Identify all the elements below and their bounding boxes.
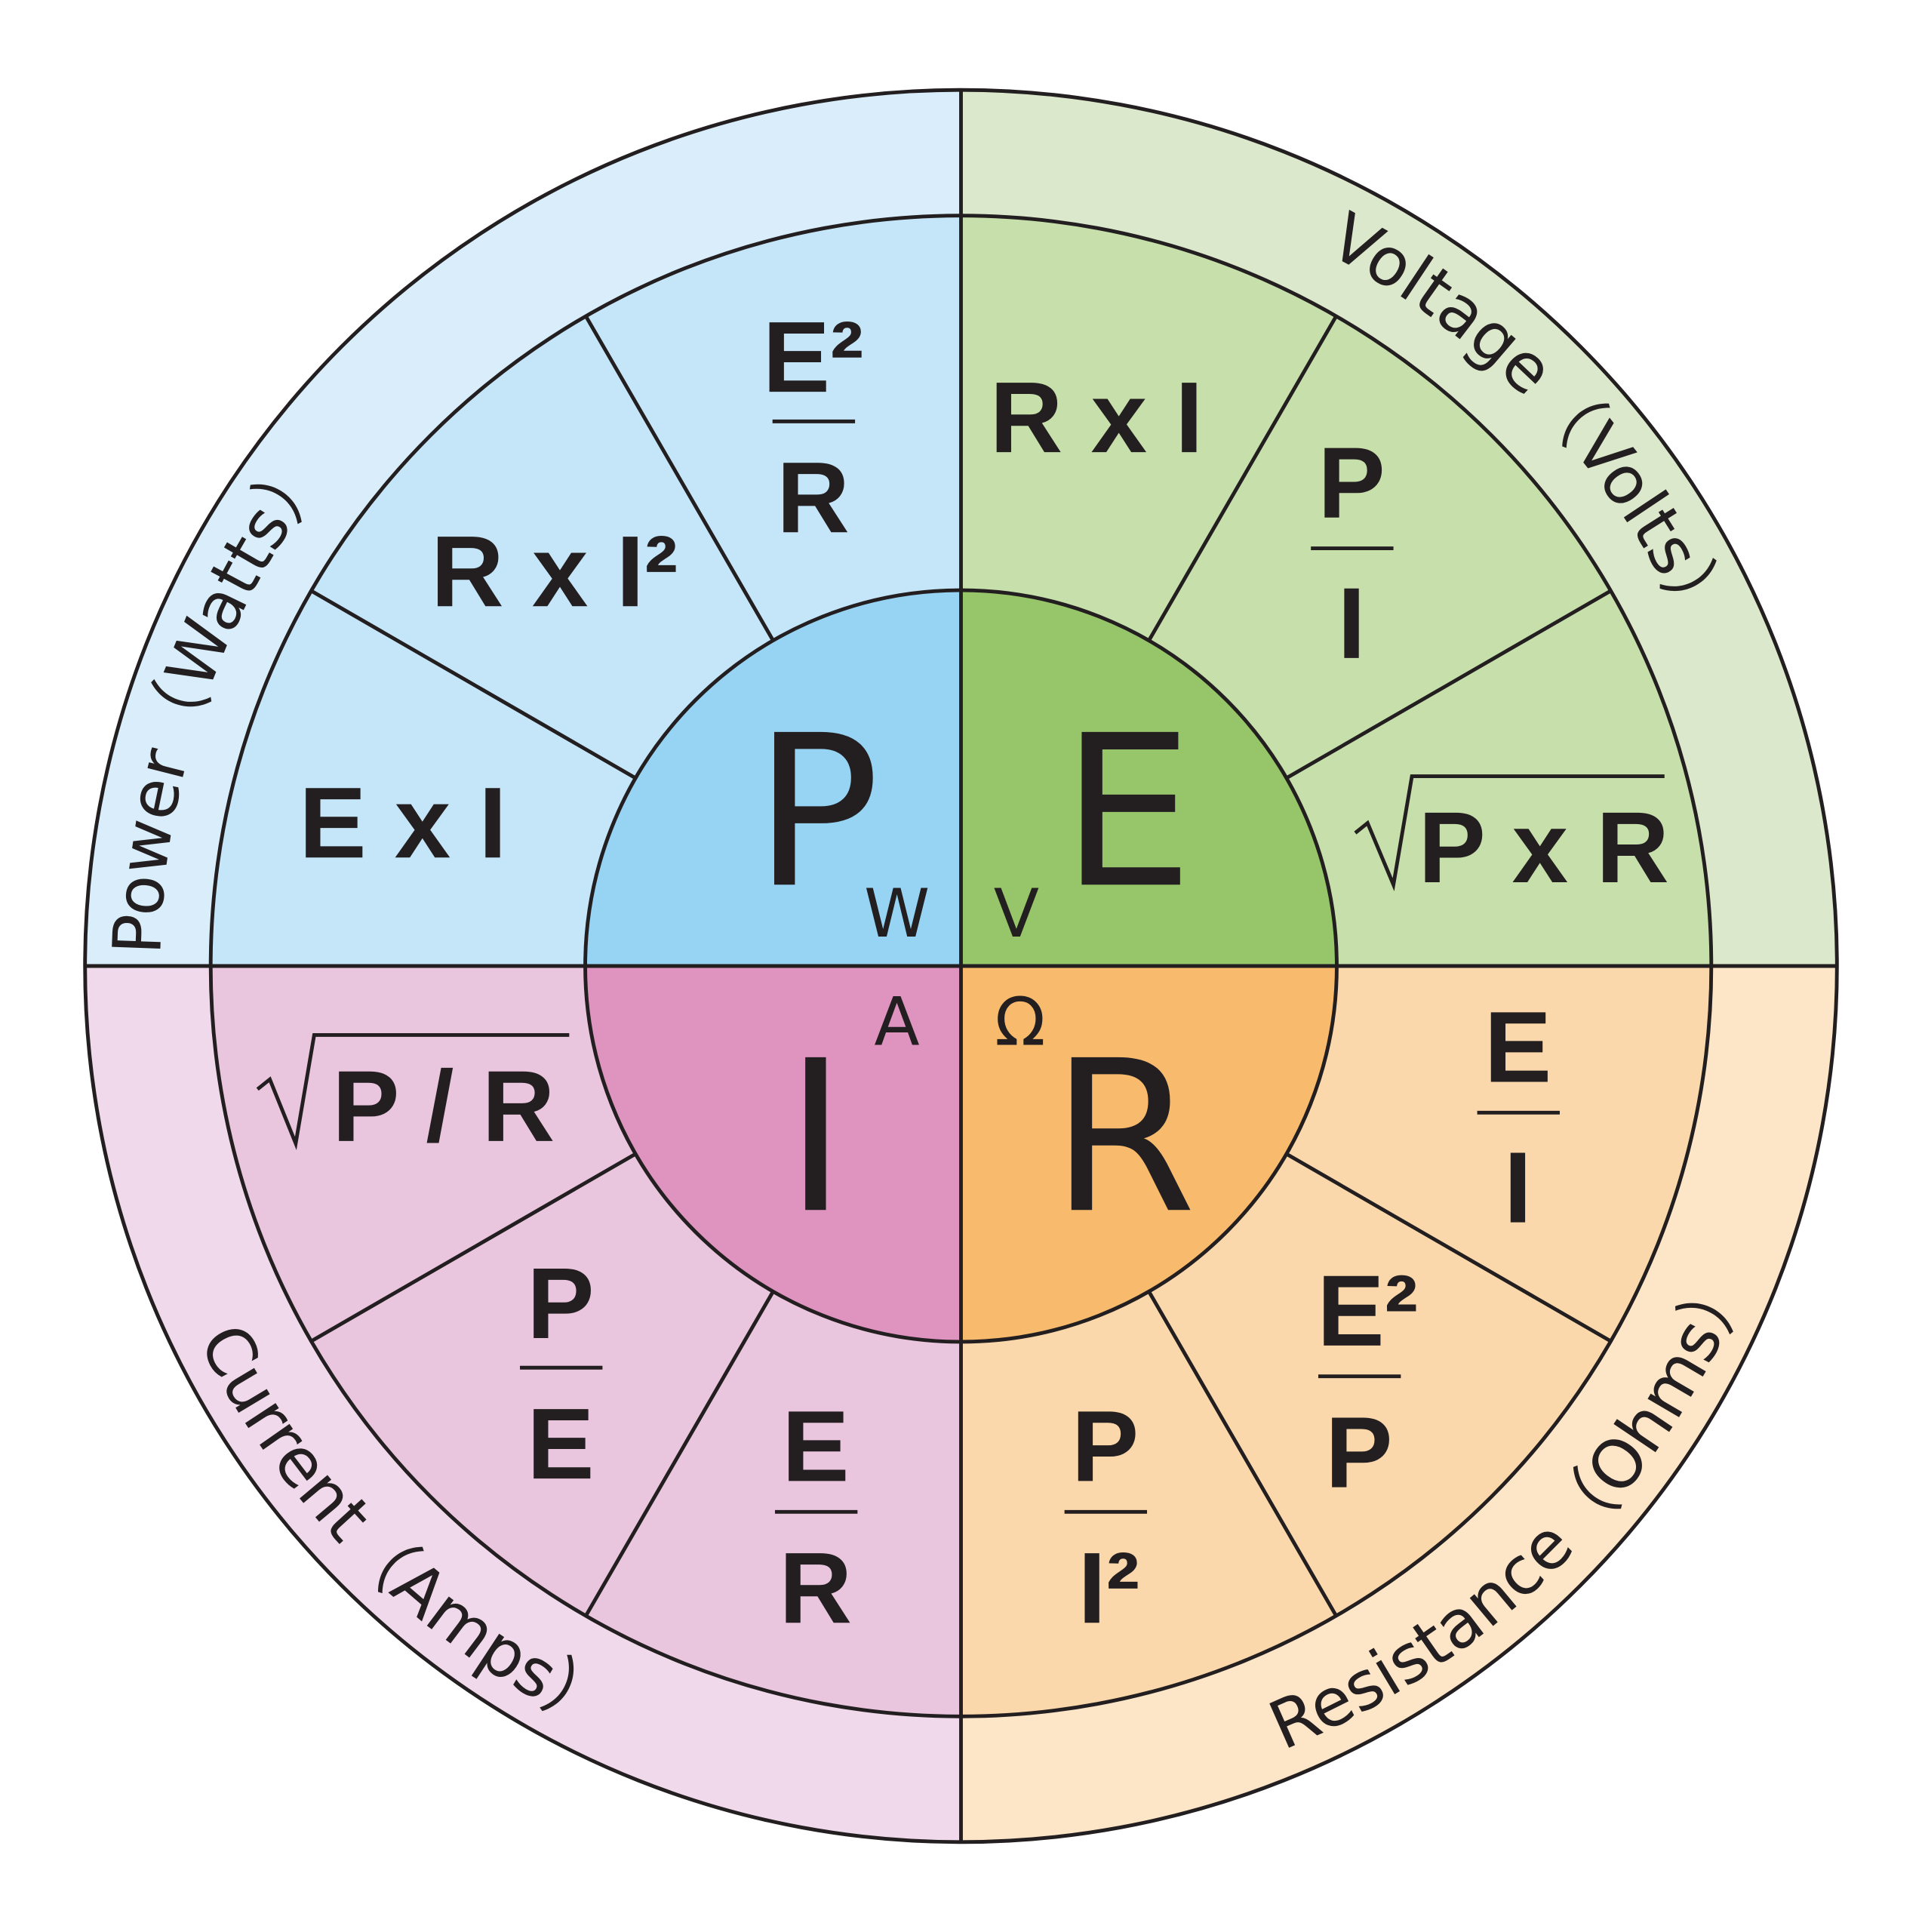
resistance-center: [961, 966, 1337, 1342]
numerator: P: [1318, 427, 1385, 540]
resistance-formula-e2-over-p: E² P: [1317, 1255, 1418, 1509]
denominator: P: [1325, 1397, 1392, 1509]
sector-divider-line: [584, 1291, 775, 1617]
sector-dividers: [310, 315, 1612, 1617]
resistance-formula-p-over-i2: P I²: [1064, 1390, 1148, 1644]
voltage-formula-sqrt-p-x-r: P x R: [1354, 774, 1669, 904]
numerator: E²: [763, 301, 864, 414]
radicand: P x R: [1419, 792, 1669, 904]
sector-divider-line: [1285, 1152, 1612, 1343]
denominator: E: [527, 1388, 594, 1500]
sector-divider-line: [1285, 589, 1612, 780]
resistance-symbol: R: [1051, 1016, 1197, 1260]
denominator: I: [1337, 568, 1365, 680]
numerator: E²: [1317, 1255, 1418, 1367]
numerator: E: [782, 1390, 849, 1503]
current-center: [585, 966, 961, 1342]
denominator: R: [780, 1532, 853, 1644]
numerator: E: [1484, 991, 1551, 1103]
power-unit: W: [864, 875, 930, 952]
resistance-formula-e-over-i: E I: [1477, 991, 1560, 1244]
voltage-symbol: E: [1061, 691, 1193, 934]
current-formula-e-over-r: E R: [774, 1390, 858, 1644]
radicand: P / R: [332, 1051, 555, 1163]
radical-icon: [1354, 774, 1665, 891]
denominator: I²: [1078, 1532, 1140, 1644]
sector-divider-line: [310, 589, 637, 780]
current-symbol: I: [785, 1016, 847, 1260]
radical-icon: [256, 1032, 570, 1151]
sector-divider-line: [1147, 315, 1338, 641]
voltage-formula-r-x-i: R x I: [990, 361, 1204, 474]
numerator: P: [527, 1247, 594, 1360]
denominator: R: [776, 441, 850, 554]
current-formula-p-over-e: P E: [520, 1247, 603, 1500]
power-formula-r-x-i2: R x I²: [431, 515, 678, 628]
resistance-unit: Ω: [995, 983, 1045, 1060]
current-unit: A: [874, 983, 919, 1060]
power-center: [585, 590, 961, 966]
power-formula-e-x-i: E x I: [299, 767, 506, 879]
sector-divider-line: [584, 315, 775, 641]
sector-divider-line: [310, 1152, 637, 1343]
voltage-unit: V: [994, 875, 1039, 952]
voltage-center: [961, 590, 1337, 966]
denominator: I: [1504, 1132, 1532, 1244]
current-formula-sqrt-p-over-r: P / R: [256, 1032, 570, 1163]
sector-divider-line: [1147, 1291, 1338, 1617]
numerator: P: [1072, 1390, 1139, 1503]
voltage-formula-p-over-i: P I: [1311, 427, 1394, 680]
power-formula-e2-over-r: E² R: [763, 301, 864, 554]
power-symbol: P: [754, 691, 880, 934]
